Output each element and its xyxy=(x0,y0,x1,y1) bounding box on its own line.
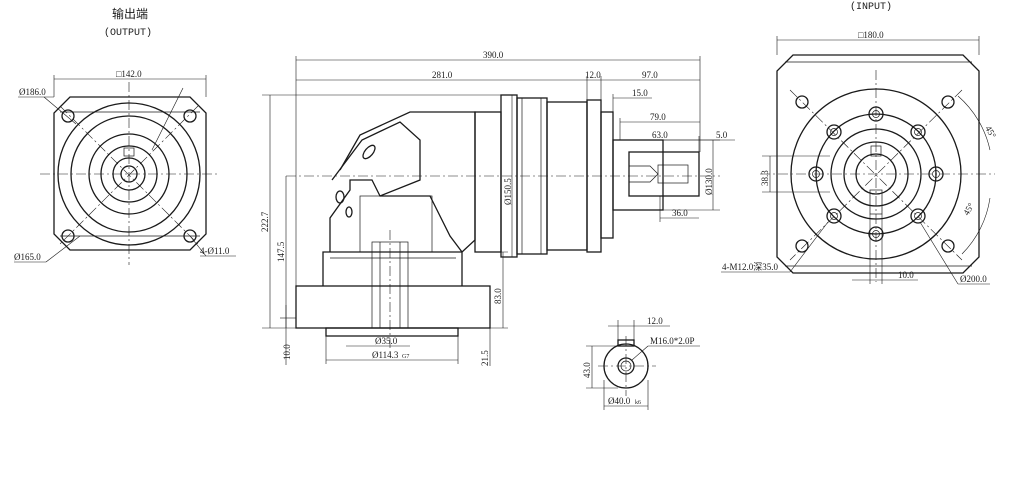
dim-len281: 281.0 xyxy=(432,70,453,80)
output-end-view: 输出端 (OUTPUT) □142.0 Ø186.0 Ø165.0 xyxy=(14,6,236,265)
dim-input-pcd: Ø200.0 xyxy=(960,274,987,284)
input-end-view: (INPUT) □180.0 45° xyxy=(721,1,998,285)
dim-input-threads: 4-M12.0深35.0 xyxy=(722,262,778,272)
dim-h21: 21.5 xyxy=(480,350,490,366)
dim-output-pcd: Ø165.0 xyxy=(14,252,41,262)
dim-h222: 222.7 xyxy=(260,211,270,232)
dim-output-dia186: Ø186.0 xyxy=(19,87,46,97)
output-view-subtitle: (OUTPUT) xyxy=(104,27,152,39)
dim-output-square: □142.0 xyxy=(116,69,142,79)
dim-len5: 5.0 xyxy=(716,130,728,140)
output-view-title: 输出端 xyxy=(112,6,148,21)
side-view: 390.0 281.0 12.0 97.0 15.0 79.0 63.0 5.0… xyxy=(260,50,735,366)
dim-shaft-dia-tol: k6 xyxy=(635,400,641,406)
dim-input-square: □180.0 xyxy=(858,30,884,40)
dim-shaft-dia: Ø40.0 xyxy=(608,396,631,406)
dim-shaft-height: 43.0 xyxy=(582,362,592,378)
dim-dia130: Ø130.0 xyxy=(704,168,714,195)
dim-h147: 147.5 xyxy=(276,241,286,262)
dim-len36: 36.0 xyxy=(672,208,688,218)
dim-len97: 97.0 xyxy=(642,70,658,80)
dim-h10: 10.0 xyxy=(282,344,292,360)
dim-input-w10: 10.0 xyxy=(898,270,914,280)
dim-len79: 79.0 xyxy=(650,112,666,122)
dim-h83: 83.0 xyxy=(493,288,503,304)
dim-len15: 15.0 xyxy=(632,88,648,98)
dim-dia114: Ø114.3 xyxy=(372,350,399,360)
dim-dia150: Ø150.5 xyxy=(503,178,513,205)
input-view-subtitle: (INPUT) xyxy=(850,1,892,13)
dim-input-h38: 38.3 xyxy=(760,170,770,186)
shaft-section-detail: 12.0 M16.0*2.0P 43.0 Ø40.0 k6 xyxy=(582,316,700,410)
dim-dia114-tol: G7 xyxy=(402,354,409,360)
dim-input-angle1: 45° xyxy=(983,124,998,140)
dim-shaft-key: 12.0 xyxy=(647,316,663,326)
dim-len63: 63.0 xyxy=(652,130,668,140)
dim-shaft-thread: M16.0*2.0P xyxy=(650,336,695,346)
dim-input-angle2: 45° xyxy=(961,201,976,217)
dim-len12: 12.0 xyxy=(585,70,601,80)
dim-output-holes: 4-Ø11.0 xyxy=(200,246,230,256)
dim-total-length: 390.0 xyxy=(483,50,504,60)
dim-dia35: Ø35.0 xyxy=(375,336,398,346)
